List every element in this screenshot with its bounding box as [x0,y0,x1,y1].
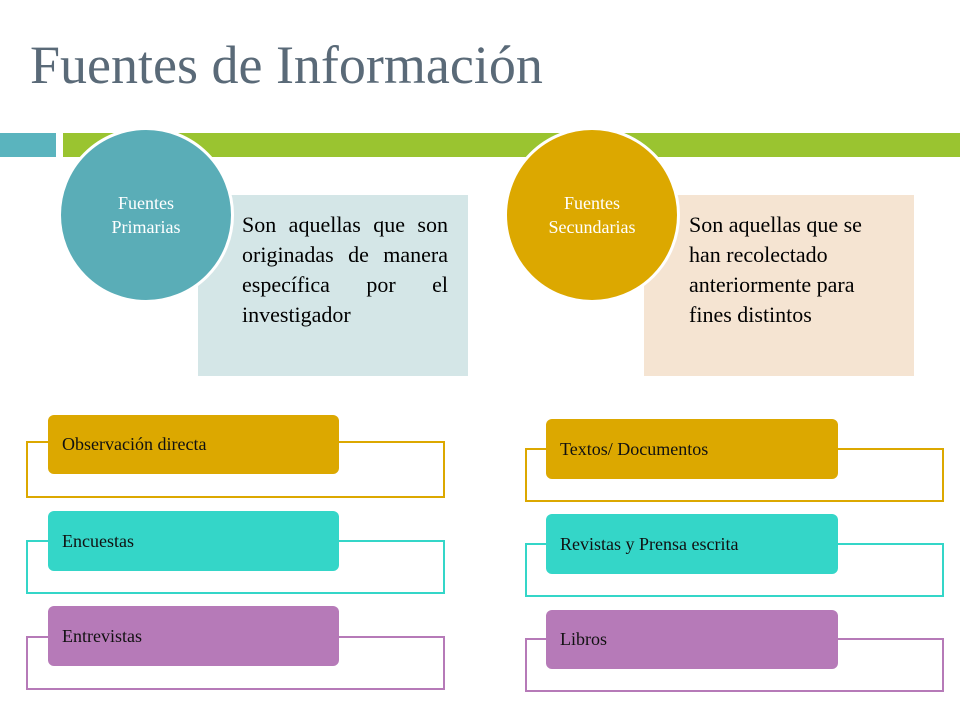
primary-item-3-label: Entrevistas [62,625,142,646]
secondary-circle-line2: Secundarias [548,217,636,237]
primary-item-1-label: Observación directa [62,434,207,454]
primary-description: Son aquellas que son originadas de maner… [242,212,448,327]
primary-sources-circle: Fuentes Primarias [58,127,234,303]
secondary-item-3: Libros [546,610,838,669]
primary-item-2: Encuestas [48,511,339,571]
secondary-item-1: Textos/ Documentos [546,419,838,479]
secondary-item-3-label: Libros [560,629,607,649]
secondary-description: Son aquellas que se han recolectado ante… [689,212,862,327]
accent-bar-teal [0,133,56,157]
primary-circle-line1: Fuentes [118,193,174,213]
primary-item-1: Observación directa [48,415,339,474]
slide-title: Fuentes de Información [30,35,543,95]
primary-item-2-label: Encuestas [62,530,134,551]
primary-circle-line2: Primarias [111,217,181,237]
secondary-item-2-label: Revistas y Prensa escrita [560,533,739,554]
secondary-description-box: Son aquellas que se han recolectado ante… [644,195,914,376]
secondary-item-1-label: Textos/ Documentos [560,438,709,459]
secondary-circle-line1: Fuentes [564,193,620,213]
secondary-item-2: Revistas y Prensa escrita [546,514,838,574]
primary-item-3: Entrevistas [48,606,339,666]
primary-description-box: Son aquellas que son originadas de maner… [198,195,468,376]
accent-bar-green [63,133,960,157]
secondary-sources-circle: Fuentes Secundarias [504,127,680,303]
